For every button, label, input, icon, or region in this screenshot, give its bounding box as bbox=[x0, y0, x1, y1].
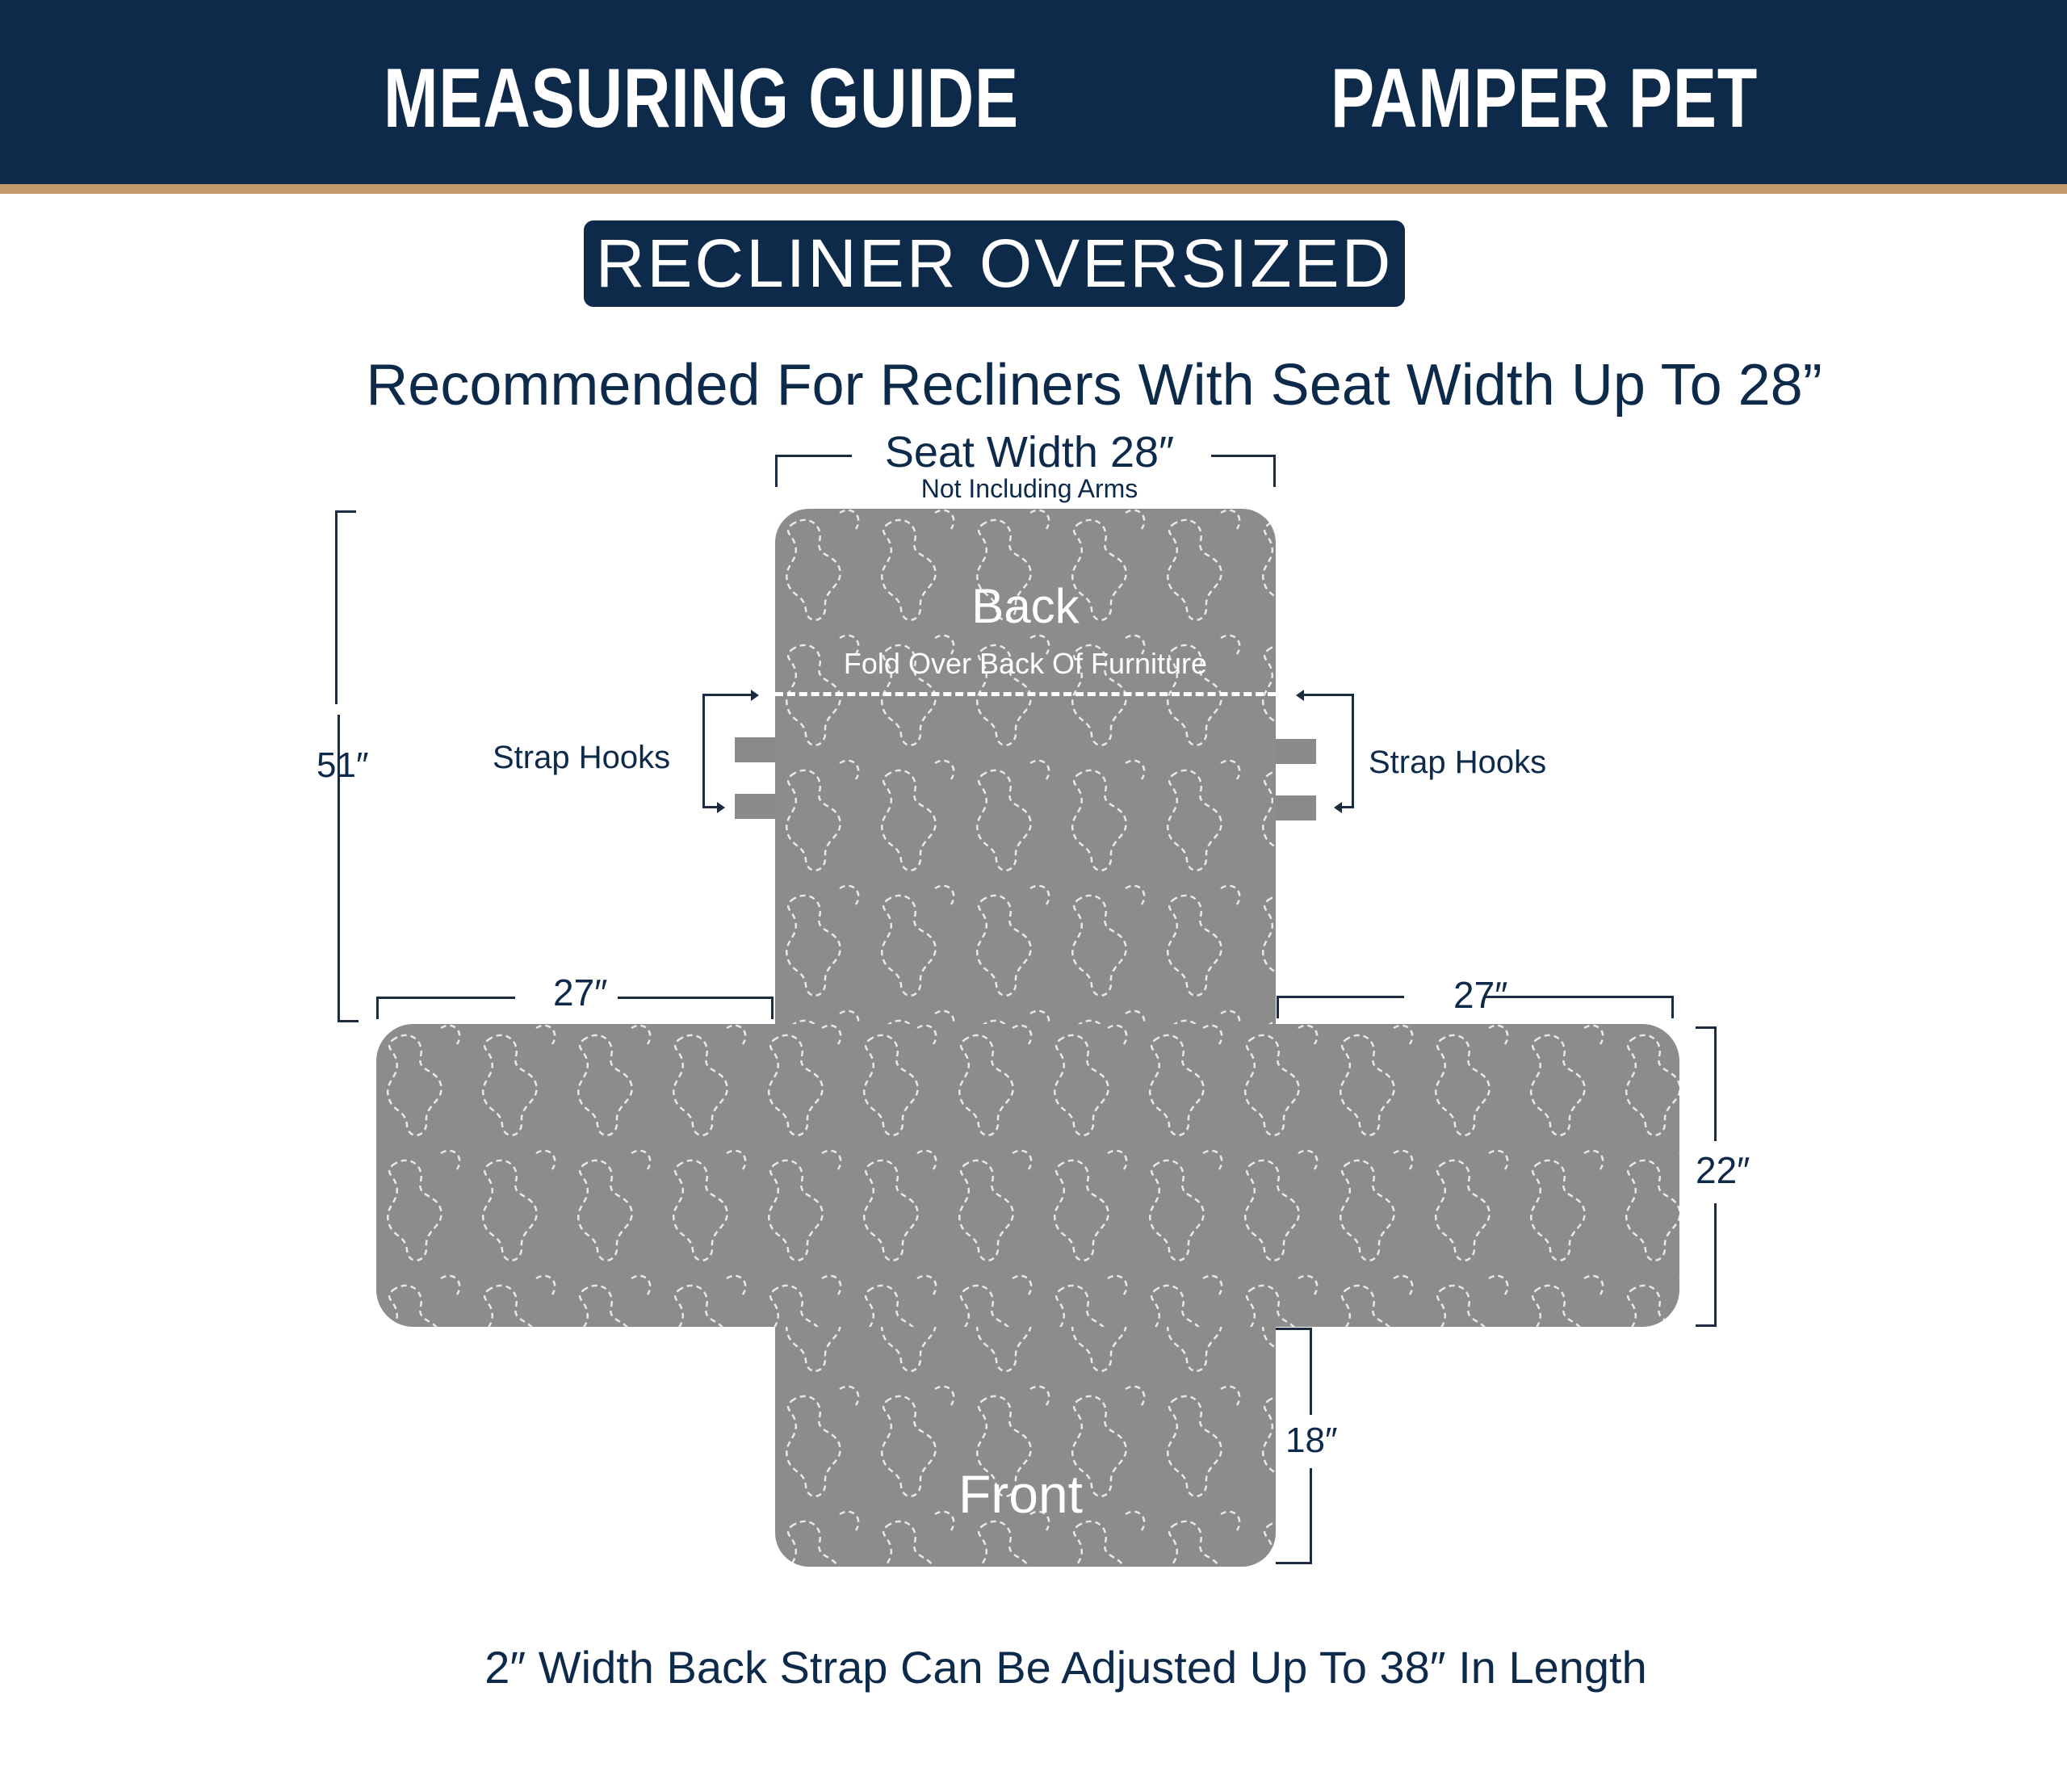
right-hook-arrow-top bbox=[1304, 694, 1354, 696]
arm-depth-label: 22″ bbox=[1696, 1149, 1750, 1191]
left-hook-arrow-stem bbox=[702, 694, 705, 807]
strap-hook-right-top bbox=[1276, 739, 1316, 764]
front-drop-tick-bottom bbox=[1276, 1562, 1312, 1564]
fold-instruction: Fold Over Back Of Furniture bbox=[843, 647, 1208, 680]
left-hook-arrow-bottom bbox=[702, 806, 719, 808]
front-drop-line-top bbox=[1310, 1328, 1312, 1415]
left-arm-line-right bbox=[618, 997, 773, 999]
left-arm-width-label: 27″ bbox=[553, 972, 608, 1014]
height-tick-bottom bbox=[338, 1020, 358, 1022]
back-strap-note: 2″ Width Back Strap Can Be Adjusted Up T… bbox=[484, 1642, 1647, 1693]
height-label-51: 51″ bbox=[317, 745, 369, 785]
left-arm-tick-left bbox=[376, 997, 379, 1019]
height-tick-top bbox=[335, 510, 356, 513]
arm-depth-line-top bbox=[1714, 1026, 1717, 1141]
strap-hook-left-top bbox=[735, 737, 775, 762]
fold-line bbox=[775, 692, 1276, 696]
seat-width-label: Seat Width 28″ bbox=[884, 428, 1175, 476]
brand-title: PAMPER PET bbox=[1331, 52, 1759, 145]
seat-width-tick-right bbox=[1273, 455, 1276, 487]
left-arm-tick-right bbox=[771, 997, 774, 1019]
right-hook-arrow-stem bbox=[1352, 694, 1354, 808]
front-label: Front bbox=[958, 1464, 1084, 1524]
right-arm-tick-left bbox=[1277, 996, 1279, 1018]
left-hook-arrow-top bbox=[702, 694, 753, 696]
right-arm-tick-right bbox=[1671, 996, 1674, 1018]
left-arrowhead-top-icon bbox=[751, 690, 759, 701]
strap-hook-right-bottom bbox=[1276, 795, 1316, 820]
right-arm-line-right bbox=[1486, 996, 1673, 998]
strap-hooks-right-label: Strap Hooks bbox=[1369, 745, 1547, 780]
front-drop-line-bottom bbox=[1310, 1468, 1312, 1564]
right-arrowhead-top-icon bbox=[1296, 690, 1304, 701]
seat-width-tick-left bbox=[775, 455, 778, 487]
right-hook-arrow-bottom bbox=[1340, 806, 1354, 808]
seat-width-line-right bbox=[1211, 455, 1276, 457]
right-arm-width-label: 27″ bbox=[1453, 974, 1508, 1016]
header-banner: MEASURING GUIDE PAMPER PET bbox=[0, 0, 2067, 184]
product-badge: RECLINER OVERSIZED bbox=[584, 220, 1405, 307]
seat-width-line-left bbox=[775, 455, 852, 457]
recommendation-text: Recommended For Recliners With Seat Widt… bbox=[366, 353, 1822, 418]
cover-arm-panel bbox=[376, 1024, 1679, 1327]
arm-depth-tick-top bbox=[1696, 1026, 1717, 1029]
right-arrowhead-bottom-icon bbox=[1334, 802, 1342, 813]
strap-hook-left-bottom bbox=[735, 794, 775, 819]
front-drop-label: 18″ bbox=[1285, 1421, 1338, 1460]
height-line-top bbox=[335, 510, 338, 704]
measuring-guide-title: MEASURING GUIDE bbox=[384, 52, 1019, 145]
seat-width-note: Not Including Arms bbox=[920, 474, 1138, 503]
strap-hooks-left-label: Strap Hooks bbox=[493, 740, 671, 775]
left-arm-line-left bbox=[376, 997, 515, 999]
accent-stripe bbox=[0, 184, 2067, 194]
arm-depth-tick-bottom bbox=[1696, 1324, 1717, 1327]
height-line-bottom bbox=[338, 715, 340, 1022]
arm-depth-line-bottom bbox=[1714, 1203, 1717, 1327]
right-arm-line-left bbox=[1277, 996, 1404, 998]
left-arrowhead-bottom-icon bbox=[717, 802, 725, 813]
front-drop-tick-top bbox=[1276, 1328, 1312, 1330]
back-label: Back bbox=[971, 579, 1080, 633]
